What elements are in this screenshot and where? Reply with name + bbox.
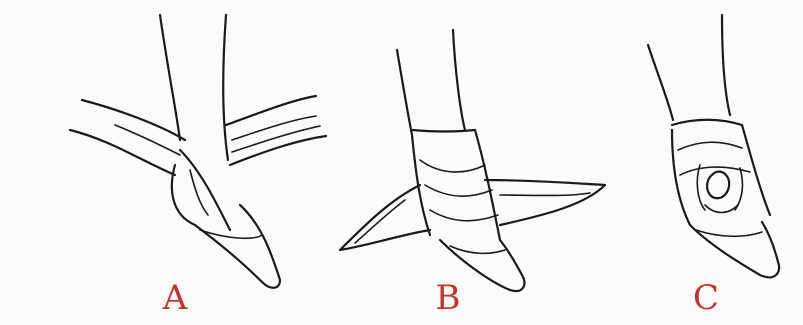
- panel-a-drawing: [70, 15, 326, 288]
- panel-label-b: B: [418, 278, 478, 318]
- panel-c-drawing: [648, 15, 779, 277]
- panel-label-c: C: [676, 278, 736, 318]
- panel-b-drawing: [340, 30, 605, 291]
- panel-label-a: A: [145, 278, 205, 318]
